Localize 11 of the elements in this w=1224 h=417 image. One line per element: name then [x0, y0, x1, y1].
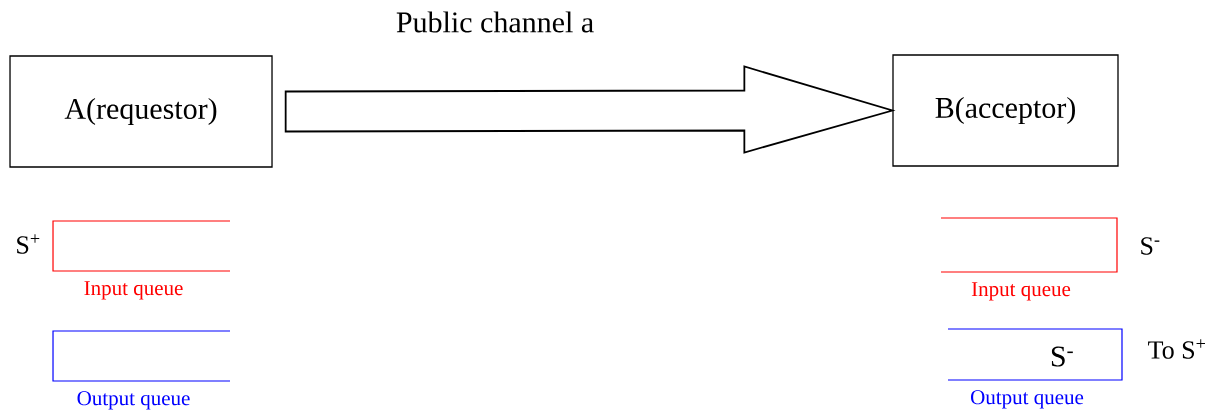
queue-drawing: Input queue	[52, 220, 231, 300]
process-box: A(requestor)	[9, 55, 273, 168]
queue-drawing: Input queue	[940, 217, 1118, 301]
side-label: S$^{+}$	[17, 234, 40, 254]
side-label: S$^{-}$	[1141, 237, 1160, 255]
queue-drawing: Output queue	[52, 330, 231, 410]
edge-label: Public channel a	[396, 11, 594, 33]
process-box: B(acceptor)	[892, 54, 1119, 167]
side-label: To S$^{+}$	[1148, 339, 1205, 359]
block-arrow	[284, 65, 896, 154]
queue-drawing: S$^{-}$ Output queue	[947, 328, 1123, 409]
